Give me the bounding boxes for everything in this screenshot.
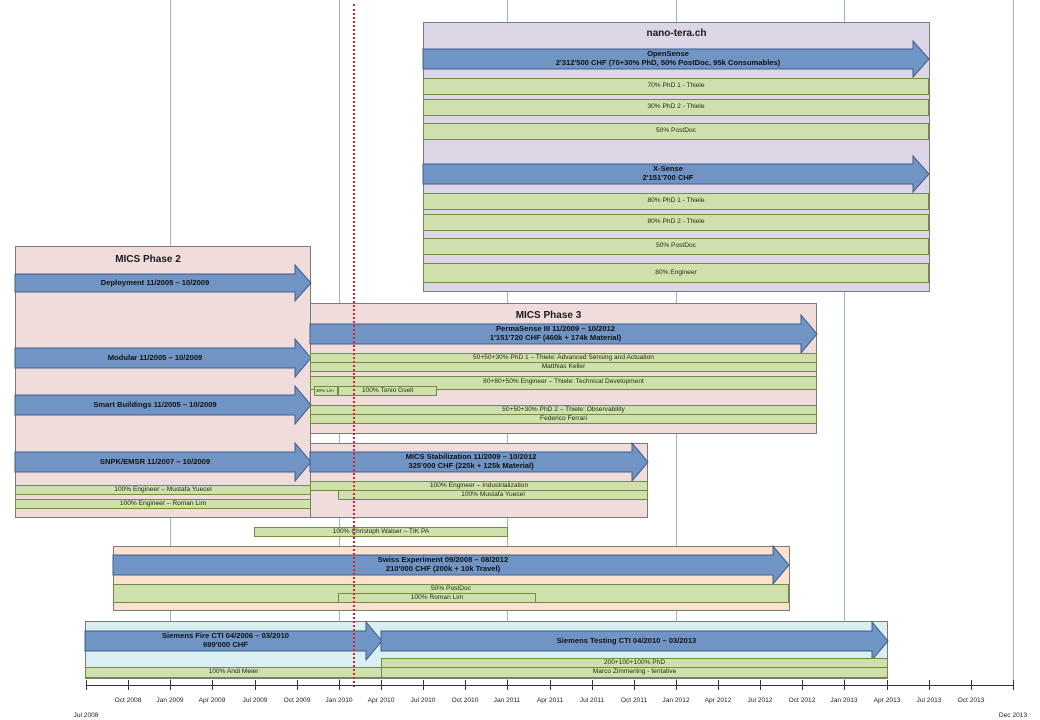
axis-tick xyxy=(929,680,930,690)
xsense-phd2-bar: 80% PhD 2 - Thiele xyxy=(423,214,929,231)
axis-tick xyxy=(255,680,256,690)
swiss-lim-bar: 100% Roman Lim xyxy=(338,593,536,603)
mics-stabilization-label: MICS Stabilization 11/2009 – 10/2012 xyxy=(405,452,537,462)
axis-tick-label: Jan 2009 xyxy=(156,697,184,704)
snpk-label: SNPK/EMSR 11/2007 – 10/2009 xyxy=(99,456,211,466)
siemens-fire-budget: 699'000 CHF xyxy=(203,640,248,649)
axis-tick xyxy=(212,680,213,690)
axis-tick xyxy=(718,680,719,690)
axis-tick xyxy=(971,680,972,690)
axis-tick xyxy=(760,680,761,690)
axis-tick xyxy=(297,680,298,690)
axis-tick-label: Jul 2010 xyxy=(410,697,436,704)
axis-start-label: Jul 2008 xyxy=(73,712,99,719)
mics-stabilization-budget: 325'000 CHF (225k + 125k Material) xyxy=(408,461,534,470)
axis-tick-label: Apr 2012 xyxy=(704,697,732,704)
mics2-lim-bar: 100% Engineer – Roman Lim xyxy=(15,499,311,509)
nanotera-title: nano-tera.ch xyxy=(646,28,707,39)
modular-label: Modular 11/2005 – 10/2009 xyxy=(107,352,203,362)
walser-bar: 100% Christoph Walser – TIK PA xyxy=(254,527,508,537)
xsense-label: X-Sense xyxy=(653,164,683,174)
axis-tick xyxy=(423,680,424,690)
today-marker-line xyxy=(353,4,355,687)
axis-tick xyxy=(802,680,803,690)
axis-tick xyxy=(634,680,635,690)
axis-tick-label: Jul 2009 xyxy=(242,697,268,704)
axis-tick xyxy=(86,680,87,690)
axis-tick-label: Oct 2009 xyxy=(283,697,311,704)
siemens-testing-label: Siemens Testing CTI 04/2010 – 03/2013 xyxy=(556,635,697,645)
permasense-gsell-bar: 100% Tonio Gsell xyxy=(338,386,437,396)
axis-tick xyxy=(844,680,845,690)
xsense-phd1-bar: 80% PhD 1 - Thiele xyxy=(423,193,929,210)
axis-tick-label: Jan 2013 xyxy=(830,697,858,704)
swiss-experiment-budget: 210'000 CHF (200k + 10k Travel) xyxy=(385,564,501,573)
siemens-testing-arrow: Siemens Testing CTI 04/2010 – 03/2013 xyxy=(380,620,889,662)
axis-tick-label: Oct 2008 xyxy=(114,697,142,704)
axis-tick-label: Apr 2011 xyxy=(536,697,564,704)
deployment-label: Deployment 11/2005 – 10/2009 xyxy=(100,277,210,287)
mics-phase2-title: MICS Phase 2 xyxy=(115,254,181,265)
axis-tick xyxy=(128,680,129,690)
mics2-yuecel-bar: 100% Engineer – Mustafa Yuecel xyxy=(15,485,311,495)
opensense-phd2-bar: 30% PhD 2 - Thiele xyxy=(423,99,929,116)
axis-tick xyxy=(887,680,888,690)
modular-arrow: Modular 11/2005 – 10/2009 xyxy=(14,337,312,379)
axis-tick-label: Jan 2010 xyxy=(325,697,353,704)
siemens-fire-label: Siemens Fire CTI 04/2006 – 03/2010 xyxy=(161,631,290,641)
axis-tick-label: Jul 2011 xyxy=(579,697,605,704)
xsense-postdoc-bar: 50% PostDoc xyxy=(423,238,929,255)
axis-tick-label: Oct 2010 xyxy=(451,697,479,704)
swiss-experiment-label: Swiss Experiment 09/2008 – 08/2012 xyxy=(377,555,509,565)
axis-tick xyxy=(592,680,593,690)
year-gridline xyxy=(844,0,845,686)
axis-tick xyxy=(465,680,466,690)
axis-tick-label: Oct 2012 xyxy=(788,697,816,704)
deployment-arrow: Deployment 11/2005 – 10/2009 xyxy=(14,263,312,303)
axis-tick xyxy=(676,680,677,690)
permasense-budget: 1'151'720 CHF (460k + 174k Material) xyxy=(489,333,622,342)
opensense-postdoc-bar: 50% PostDoc xyxy=(423,123,929,140)
end-gridline xyxy=(1013,0,1014,686)
xsense-engineer-bar: 80% Engineer xyxy=(423,263,929,283)
mics-phase3-title: MICS Phase 3 xyxy=(515,310,582,321)
smart-buildings-label: Smart Buildings 11/2005 – 10/2009 xyxy=(93,399,217,409)
permasense-label: PermaSense III 11/2009 – 10/2012 xyxy=(495,324,616,334)
opensense-phd1-bar: 70% PhD 1 - Thiele xyxy=(423,78,929,95)
snpk-arrow: SNPK/EMSR 11/2007 – 10/2009 xyxy=(14,441,312,483)
permasense-ferrari-bar: Federico Ferrari xyxy=(310,414,817,424)
axis-tick xyxy=(339,680,340,690)
axis-tick-label: Jan 2011 xyxy=(493,697,521,704)
siemens-fire-meier-bar: 100% Andi Meier xyxy=(85,667,382,678)
axis-tick-label: Oct 2013 xyxy=(957,697,985,704)
opensense-label: OpenSense xyxy=(647,49,689,59)
xsense-budget: 2'151'700 CHF xyxy=(642,173,694,182)
axis-tick-label: Jan 2012 xyxy=(662,697,690,704)
axis-tick-label: Jul 2012 xyxy=(747,697,773,704)
opensense-budget: 2'312'500 CHF (70+30% PhD, 50% PostDoc, … xyxy=(555,58,781,67)
axis-tick-label: Oct 2011 xyxy=(620,697,648,704)
axis-tick-label: Jul 2013 xyxy=(916,697,942,704)
axis-tick xyxy=(381,680,382,690)
axis-tick-label: Apr 2009 xyxy=(198,697,226,704)
siemens-testing-zimmerling-bar: Marco Zimmerling - tentative xyxy=(381,667,888,678)
axis-tick-label: Apr 2010 xyxy=(367,697,395,704)
axis-tick xyxy=(550,680,551,690)
stabilization-yuecel-bar: 100% Mustafa Yuecel xyxy=(338,490,648,500)
axis-tick xyxy=(1013,680,1014,690)
axis-tick-label: Apr 2013 xyxy=(873,697,901,704)
axis-end-label: Dec 2013 xyxy=(998,712,1028,719)
axis-tick xyxy=(170,680,171,690)
permasense-lim-bar: 30% Lim xyxy=(314,386,338,396)
axis-tick xyxy=(507,680,508,690)
permasense-keller-bar: Matthias Keller xyxy=(310,362,817,372)
smart-buildings-arrow: Smart Buildings 11/2005 – 10/2009 xyxy=(14,384,312,426)
